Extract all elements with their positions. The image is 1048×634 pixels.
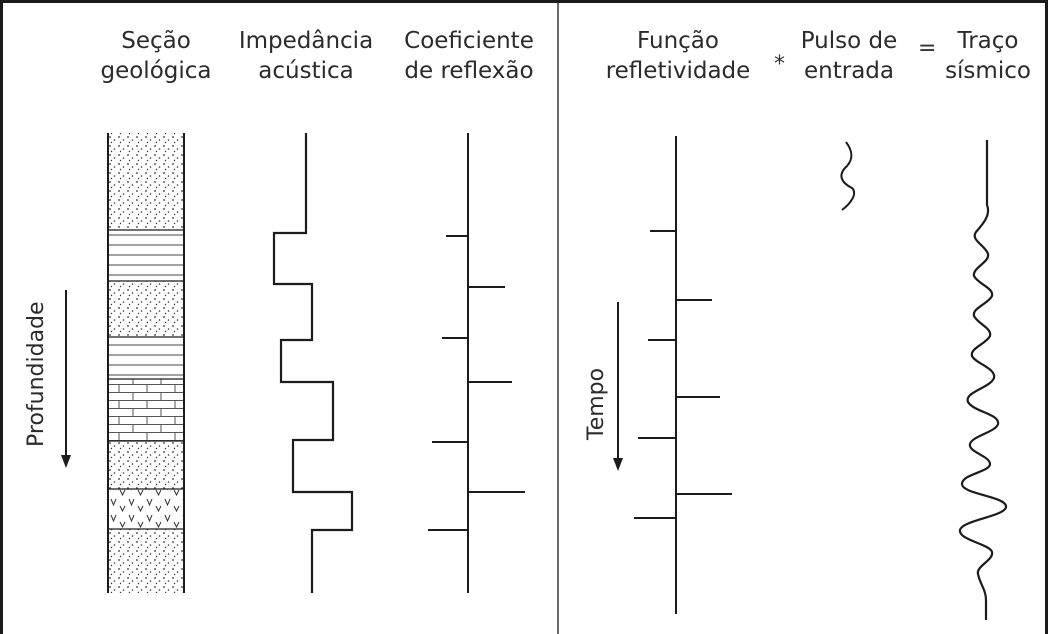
igneous-layer	[108, 489, 184, 529]
sandstone-layer	[108, 281, 184, 337]
limestone-layer	[108, 379, 184, 441]
sandstone-layer	[108, 441, 184, 489]
header-secao-geologica: Seção geológica	[96, 26, 216, 86]
equals-operator: =	[918, 36, 937, 61]
header-coeficiente-line1: Coeficiente	[404, 28, 534, 54]
shale-layer	[108, 337, 184, 379]
acoustic-impedance-curve	[272, 133, 354, 593]
header-traco-sismico: Traço sísmico	[938, 26, 1038, 86]
header-secao-line2: geológica	[100, 58, 212, 84]
header-traco-line1: Traço	[957, 28, 1019, 54]
sandstone-layer	[108, 133, 184, 230]
sandstone-layer	[108, 529, 184, 593]
header-pulso-line1: Pulso de	[800, 28, 898, 54]
header-traco-line2: sísmico	[945, 58, 1031, 84]
header-coeficiente-reflexao: Coeficiente de reflexão	[389, 26, 549, 86]
header-coeficiente-line2: de reflexão	[404, 58, 534, 84]
time-arrow	[613, 302, 623, 471]
geological-column	[107, 133, 185, 593]
input-pulse-wavelet	[840, 141, 856, 211]
reflection-coefficient	[428, 133, 525, 593]
header-impedancia-line2: acústica	[258, 58, 354, 84]
header-funcao-line2: refletividade	[605, 58, 751, 84]
header-pulso-line2: entrada	[804, 58, 894, 84]
panel-divider	[557, 3, 559, 634]
seismic-trace	[958, 140, 1008, 620]
header-secao-line1: Seção	[121, 28, 191, 54]
convolution-operator: *	[774, 52, 785, 77]
header-impedancia-line1: Impedância	[238, 28, 374, 54]
depth-arrow	[61, 290, 71, 468]
header-funcao-line1: Função	[637, 28, 719, 54]
shale-layer	[108, 230, 184, 281]
header-pulso-entrada: Pulso de entrada	[790, 26, 908, 86]
header-funcao-refletividade: Função refletividade	[592, 26, 764, 86]
header-impedancia-acustica: Impedância acústica	[226, 26, 386, 86]
reflectivity-function	[634, 136, 732, 614]
